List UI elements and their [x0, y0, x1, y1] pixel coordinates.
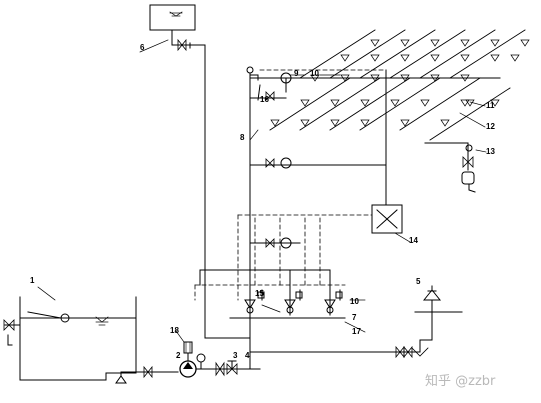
- callout-13: 13: [486, 147, 495, 156]
- leader-lines: [37, 39, 487, 343]
- callout-18: 18: [170, 326, 179, 335]
- water-pool: [3, 296, 137, 381]
- main-riser: [199, 66, 331, 353]
- signal-lines: [194, 69, 387, 301]
- callout-10-bottom: 10: [350, 297, 359, 306]
- fire-pump: [179, 341, 206, 378]
- callout-7: 7: [352, 313, 357, 322]
- callout-numbers: 1 2 3 4 5 6 7 8 9 10 10 11 12 13 14 15 1…: [30, 43, 495, 360]
- pump-connector: [395, 285, 463, 359]
- callout-11: 11: [486, 101, 495, 110]
- callout-16: 16: [260, 95, 269, 104]
- callout-10-top: 10: [310, 69, 319, 78]
- roof-tank: [149, 4, 251, 339]
- watermark: 知乎 @zzbr: [425, 373, 496, 389]
- callout-17: 17: [352, 327, 361, 336]
- callout-3: 3: [233, 351, 238, 360]
- callout-14: 14: [409, 236, 418, 245]
- discharge-pipe: [195, 351, 421, 377]
- sprinkler-branches-upper: [249, 72, 501, 101]
- end-test-device: [424, 142, 476, 193]
- callout-4: 4: [245, 351, 250, 360]
- callout-6: 6: [140, 43, 145, 52]
- control-panel: [371, 204, 403, 234]
- callout-15: 15: [255, 289, 264, 298]
- callout-5: 5: [416, 277, 421, 286]
- callout-12: 12: [486, 122, 495, 131]
- suction-pipe: [115, 365, 179, 384]
- callout-1: 1: [30, 276, 35, 285]
- alarm-valves: [229, 269, 346, 319]
- callout-9: 9: [294, 69, 299, 78]
- callout-2: 2: [176, 351, 181, 360]
- callout-8: 8: [240, 133, 245, 142]
- sprinkler-heads: [270, 39, 530, 127]
